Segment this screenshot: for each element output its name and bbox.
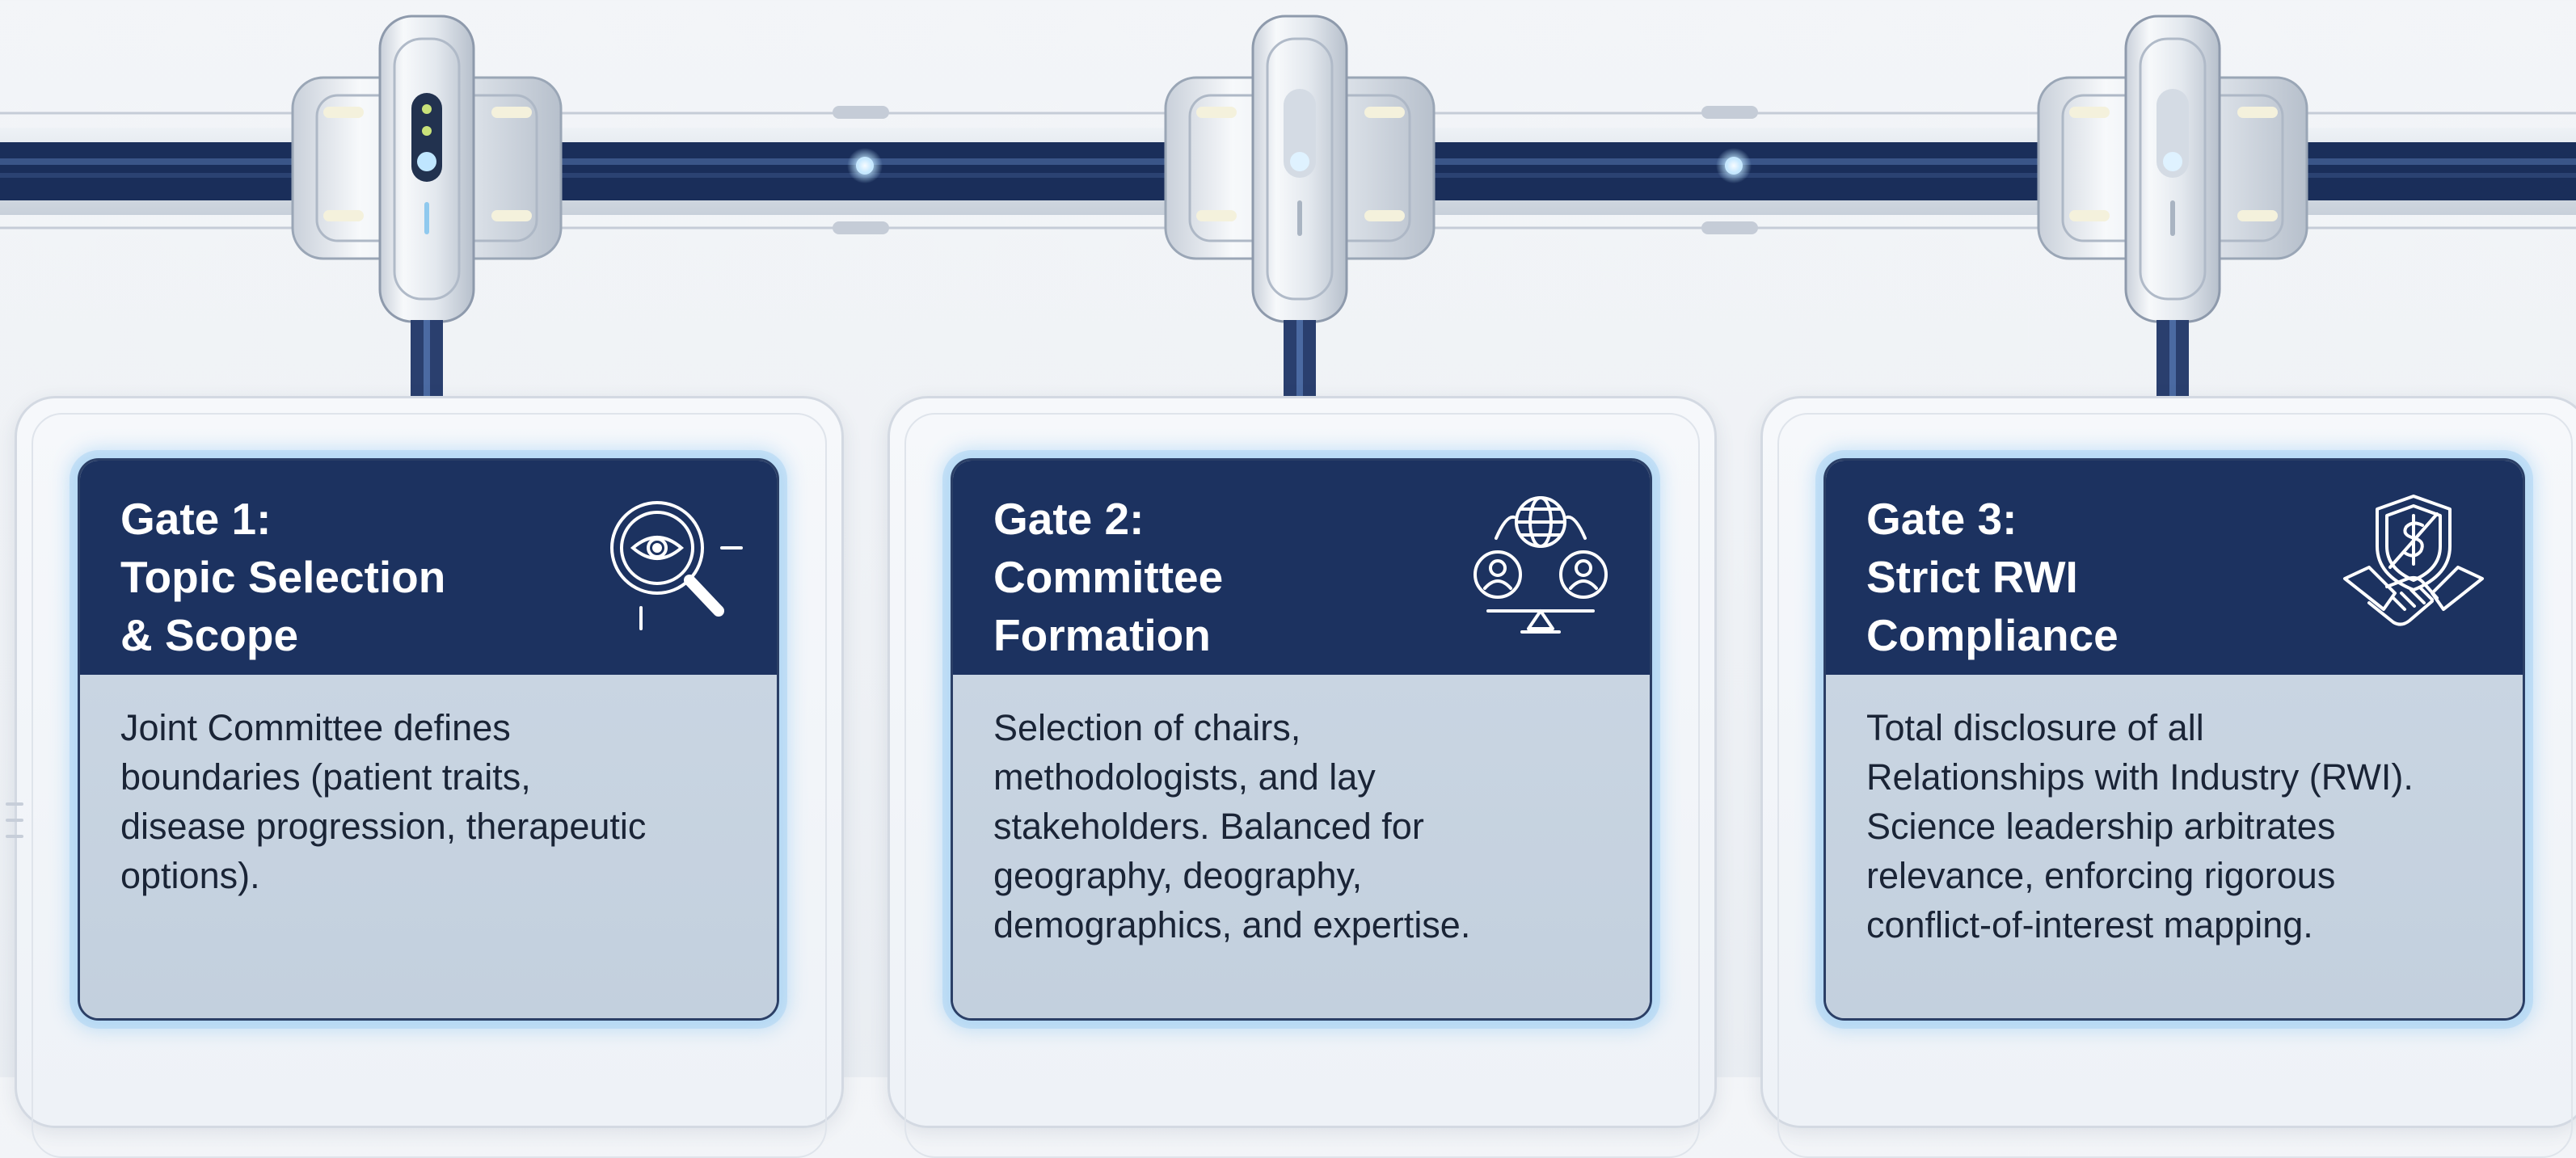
gate-3-body-line: Relationships with Industry (RWI). [1866,756,2414,798]
gate-2-description: Selection of chairs, methodologists, and… [993,703,1632,950]
shield-handshake-icon [2343,495,2484,626]
magnifier-eye-icon [610,501,743,630]
gate-2-title-line: Formation [993,610,1211,660]
gate-3-body-line: conflict-of-interest mapping. [1866,904,2313,945]
gate-2-card: Gate 2: Committee Formation [951,458,1652,1021]
clamp-gate-1 [291,15,563,457]
gate-1-title: Gate 1: Topic Selection & Scope [120,490,573,664]
gate-2-body-line: demographics, and expertise. [993,904,1471,945]
gate-2-body-line: geography, deography, [993,855,1363,896]
gate-3-header: Gate 3: Strict RWI Compliance [1826,461,2523,675]
gate-3-body-line: Total disclosure of all [1866,707,2204,748]
gate-3-title-line: Gate 3: [1866,494,2017,544]
clamp-gate-3 [2037,15,2308,457]
gate-3-body-line: relevance, enforcing rigorous [1866,855,2336,896]
gate-2-title-line: Committee [993,552,1224,602]
gate-1-title-line: & Scope [120,610,299,660]
gate-1-body-line: boundaries (patient traits, [120,756,531,798]
gate-1-card: Gate 1: Topic Selection & Scope Joint Co… [78,458,779,1021]
gate-3-body-line: Science leadership arbitrates [1866,806,2336,847]
gate-2-body-line: stakeholders. Balanced for [993,806,1424,847]
gate-3-description: Total disclosure of all Relationships wi… [1866,703,2505,950]
gate-1-header: Gate 1: Topic Selection & Scope [80,461,777,675]
globe-people-balance-icon [1474,496,1608,634]
gate-2-title: Gate 2: Committee Formation [993,490,1446,664]
gate-3-title-line: Strict RWI [1866,552,2078,602]
gate-1-title-line: Gate 1: [120,494,272,544]
gate-2-body-line: methodologists, and lay [993,756,1376,798]
gate-2-title-line: Gate 2: [993,494,1145,544]
gate-2-body-line: Selection of chairs, [993,707,1301,748]
gate-1-description: Joint Committee defines boundaries (pati… [120,703,759,900]
gate-3-title-line: Compliance [1866,610,2119,660]
gate-1-body-line: Joint Committee defines [120,707,511,748]
gate-1-title-line: Topic Selection [120,552,446,602]
clamp-gate-2 [1164,15,1436,457]
gate-1-body-line: disease progression, therapeutic [120,806,647,847]
gate-2-header: Gate 2: Committee Formation [953,461,1650,675]
gate-3-title: Gate 3: Strict RWI Compliance [1866,490,2319,664]
pipeline-rail [0,15,2576,457]
gate-3-card: Gate 3: Strict RWI Compliance Total disc… [1823,458,2525,1021]
gate-1-body-line: options). [120,855,260,896]
